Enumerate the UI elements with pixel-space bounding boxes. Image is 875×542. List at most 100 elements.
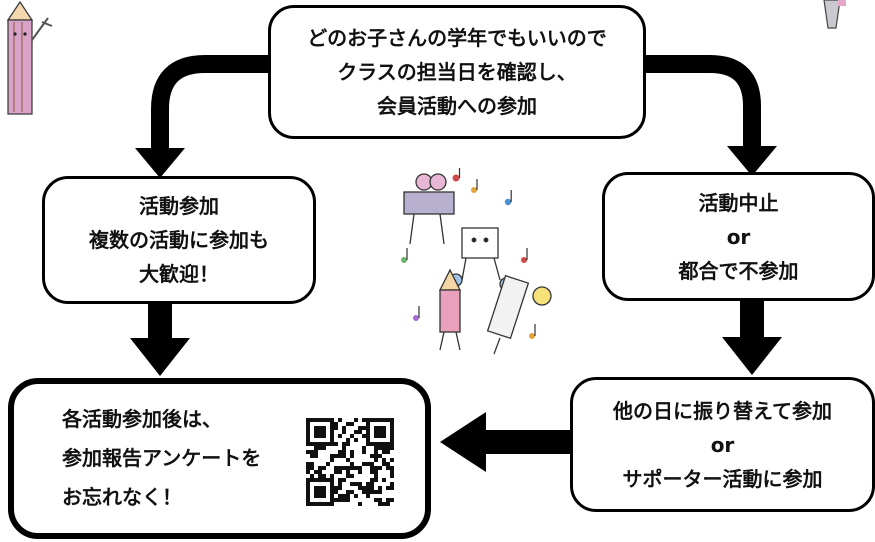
qr-module [306,438,310,442]
report-line-2: 参加報告アンケートを [62,446,262,470]
qr-module [334,490,338,494]
qr-module [378,454,382,458]
qr-module [366,438,370,442]
qr-module [366,422,370,426]
qr-module [314,450,318,454]
qr-module [390,498,394,502]
qr-module [358,470,362,474]
pencil-doodle-icon [823,0,846,29]
participate-line-2: 複数の活動に参加も [89,228,269,252]
qr-module [366,426,370,430]
qr-module [322,502,326,506]
qr-module [346,466,350,470]
qr-module [314,478,318,482]
qr-module [382,446,386,450]
qr-module [334,442,338,446]
qr-module [366,434,370,438]
qr-module [358,466,362,470]
qr-module [314,418,318,422]
qr-module [374,442,378,446]
qr-module [362,490,366,494]
qr-module [330,486,334,490]
qr-module [366,486,370,490]
qr-module [378,446,382,450]
qr-module [382,478,386,482]
qr-module [338,482,342,486]
arrow-alternative-to-report [440,412,571,472]
qr-module [318,418,322,422]
qr-module [314,446,318,450]
qr-module [334,470,338,474]
qr-module [358,502,362,506]
qr-module [322,478,326,482]
qr-module [330,426,334,430]
qr-module [350,462,354,466]
qr-module [366,462,370,466]
qr-module [386,446,390,450]
qr-module [306,422,310,426]
qr-module [390,422,394,426]
music-notes [401,168,536,339]
qr-module [310,418,314,422]
alternative-line-1: 他の日に振り替えて参加 [613,398,832,423]
qr-module [318,494,322,498]
qr-module [346,474,350,478]
qr-module [370,470,374,474]
qr-module [366,482,370,486]
qr-module [386,466,390,470]
qr-module [358,426,362,430]
qr-module [354,430,358,434]
qr-module [338,494,342,498]
cancel-node: 活動中止 or 都合で不参加 [602,172,875,301]
qr-module [346,422,350,426]
qr-module [382,458,386,462]
qr-module [318,478,322,482]
qr-code-icon[interactable] [306,418,394,506]
qr-module [382,430,386,434]
qr-module [306,466,310,470]
qr-module [314,442,318,446]
music-characters-illustration [401,168,552,355]
qr-module [314,430,318,434]
qr-module [310,450,314,454]
arrow-start-to-cancel [645,55,777,176]
qr-module [362,418,366,422]
qr-module [330,442,334,446]
qr-module [330,498,334,502]
qr-module [382,502,386,506]
qr-module [338,470,342,474]
qr-module [390,418,394,422]
qr-module [346,470,350,474]
qr-module [322,490,326,494]
qr-module [386,418,390,422]
qr-module [310,454,314,458]
qr-module [306,418,310,422]
qr-module [330,454,334,458]
qr-module [342,426,346,430]
qr-module [390,446,394,450]
qr-module [346,458,350,462]
qr-module [330,458,334,462]
qr-module [306,502,310,506]
qr-module [362,434,366,438]
qr-module [390,474,394,478]
qr-module [374,446,378,450]
qr-module [370,486,374,490]
arrow-cancel-to-alternative [722,301,782,375]
qr-module [334,486,338,490]
qr-module [386,502,390,506]
qr-module [386,442,390,446]
qr-module [322,474,326,478]
qr-module [342,466,346,470]
qr-module [354,494,358,498]
qr-module [306,498,310,502]
alternative-line-2: or [710,432,735,457]
qr-module [318,474,322,478]
qr-module [378,498,382,502]
qr-module [366,442,370,446]
participate-line-1: 活動参加 [139,194,219,218]
qr-module [310,466,314,470]
qr-module [322,434,326,438]
